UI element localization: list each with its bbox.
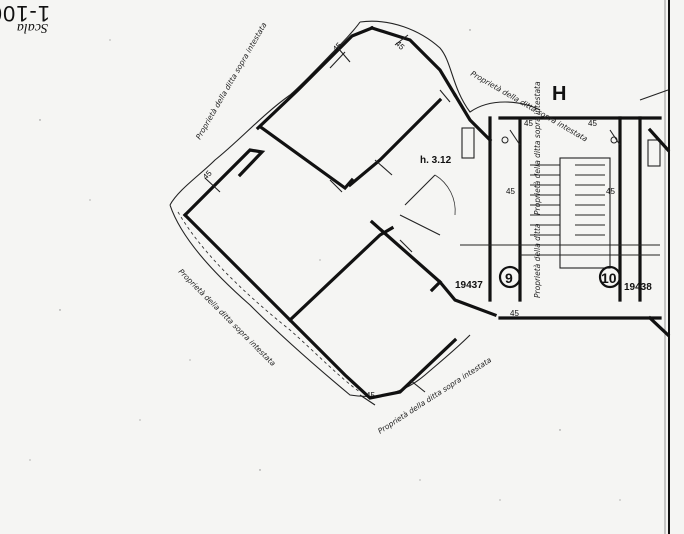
- dim-bottom-wall: 45: [366, 391, 375, 400]
- parcel-left: 19437: [455, 280, 483, 291]
- ceiling-height: h. 3.12: [420, 155, 452, 166]
- unit-9-marker: [498, 265, 522, 289]
- apartment-walls: [182, 25, 498, 400]
- dim-stair-side-left: 45: [506, 187, 515, 196]
- stair-steps: [530, 164, 605, 246]
- scale-note: Scala 1-100: [0, 1, 50, 35]
- unit-9-number: 9: [505, 270, 513, 286]
- dim-top-mid: 45: [394, 39, 407, 52]
- dim-stair-side-right: 45: [606, 187, 615, 196]
- note-stair-b: Proprietà della ditta: [533, 223, 542, 298]
- staircase: [460, 89, 671, 338]
- unit-10-marker: [598, 265, 622, 289]
- property-boundary: [169, 20, 541, 398]
- stair-letter: H: [552, 83, 566, 105]
- dim-stair-bottom: 45: [510, 309, 519, 318]
- wall-ticks: [204, 34, 451, 406]
- unit-10-number: 10: [601, 270, 617, 286]
- scale-label: Scala: [17, 20, 48, 35]
- scan-speckle: [29, 29, 621, 501]
- door-swings: [374, 127, 661, 236]
- note-stair-a: Proprietà della ditta sopra intestata: [533, 81, 542, 215]
- dim-stair-top-left: 45: [524, 119, 533, 128]
- parcel-right: 19438: [624, 282, 652, 293]
- note-top-right: Proprietà della ditta sopra intestata: [469, 69, 590, 144]
- note-top: Proprietà della ditta sopra intestata: [194, 20, 269, 141]
- scale-value: 1-100: [0, 1, 50, 26]
- boundary-dashed: [177, 211, 361, 393]
- dim-stair-top-right: 45: [588, 119, 597, 128]
